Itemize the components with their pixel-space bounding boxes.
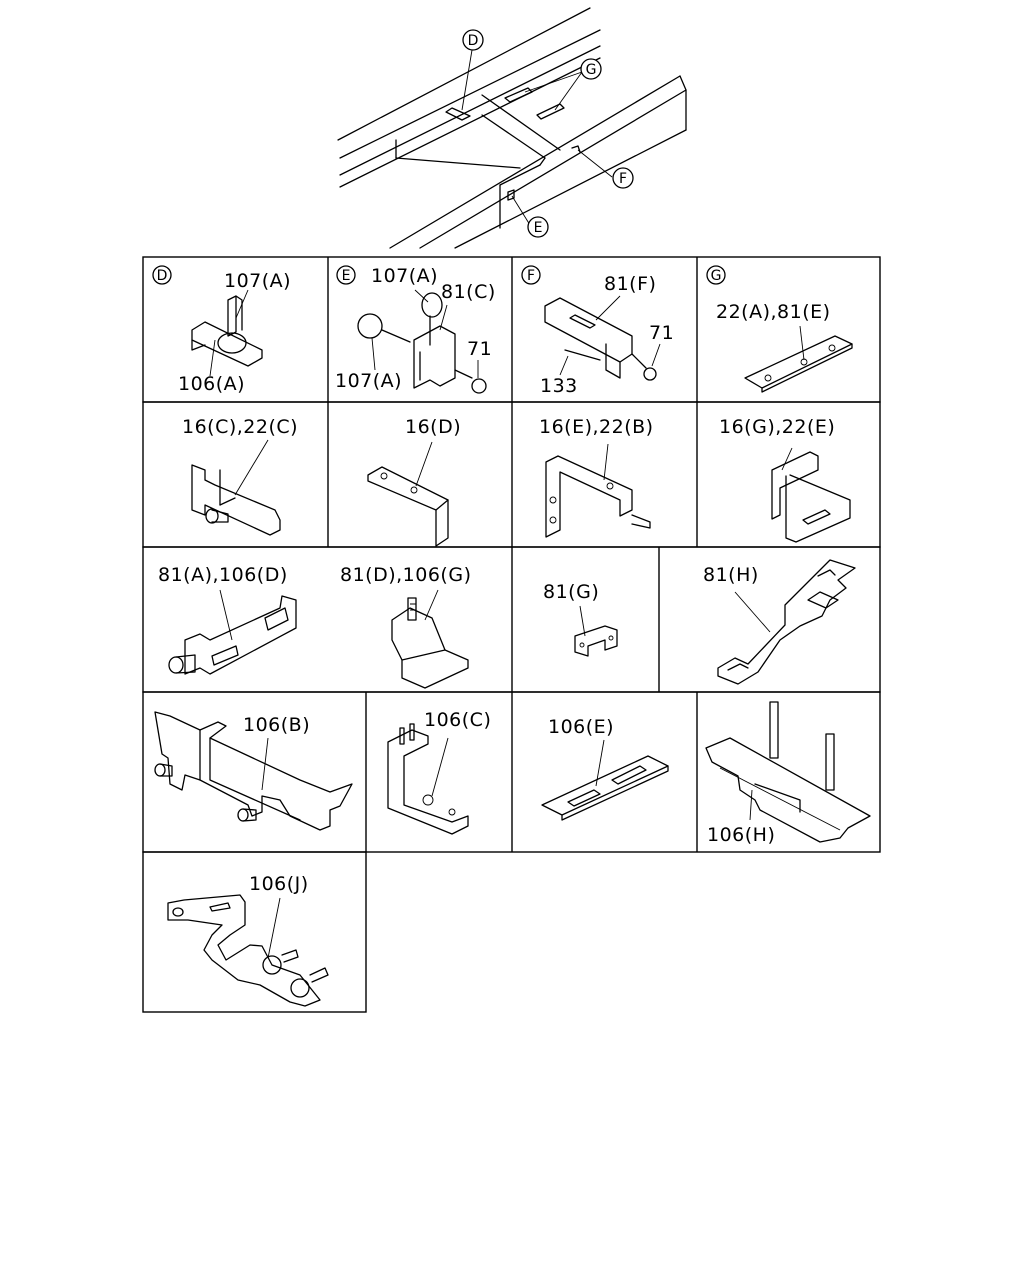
plate-106e-drawing: [541, 739, 669, 821]
cell-r2c1: 16(C),22(C): [182, 416, 298, 536]
cell-r5c1: 106(J): [167, 873, 329, 1007]
clamp-bracket-106a-drawing: [191, 289, 263, 377]
label-106e: 106(E): [548, 716, 614, 738]
cell-e: E 107(A) 81(C) 71 107(A): [335, 265, 496, 394]
callout-circle-e: [527, 216, 549, 238]
cell-r4c3: 106(E): [541, 716, 669, 821]
callout-circle-g: [580, 58, 602, 80]
label-16d: 16(D): [405, 416, 461, 438]
label-81f: 81(F): [604, 273, 656, 295]
label-106b: 106(B): [243, 714, 310, 736]
label-107a: 107(A): [224, 270, 291, 292]
label-71-f: 71: [649, 322, 674, 344]
cell-r3c4: 81(H): [703, 559, 856, 685]
cell-f-tag-circle: [521, 265, 541, 285]
bracket-81c-drawing: [357, 289, 487, 394]
callout-d-text: D: [468, 33, 479, 49]
bracket-16e-drawing: [545, 443, 651, 538]
label-16c-22c: 16(C),22(C): [182, 416, 298, 438]
label-133: 133: [540, 375, 578, 397]
cell-f: F 81(F) 71 133: [521, 265, 674, 397]
bracket-106b-drawing: [154, 711, 353, 831]
bracket-81f-drawing: [544, 295, 661, 381]
label-81d-106g: 81(D),106(G): [340, 564, 472, 586]
cell-f-tag: F: [527, 268, 535, 284]
bracket-16d-drawing: [367, 441, 449, 547]
callout-circle-f: [612, 167, 634, 189]
bracket-81g-drawing: [574, 605, 618, 657]
cell-r3c2: 81(D),106(G): [340, 564, 472, 689]
cell-r3c3: 81(G): [543, 581, 618, 657]
label-81a-106d: 81(A),106(D): [158, 564, 288, 586]
cell-r3c1: 81(A),106(D): [158, 564, 297, 675]
cell-e-tag-circle: [336, 265, 356, 285]
cell-r4c1: 106(B): [154, 711, 353, 831]
label-16g-22e: 16(G),22(E): [719, 416, 835, 438]
label-81g: 81(G): [543, 581, 599, 603]
parts-grid: [142, 256, 881, 1013]
label-106h: 106(H): [707, 824, 775, 846]
label-107a-bottom: 107(A): [335, 370, 402, 392]
label-106j: 106(J): [249, 873, 309, 895]
bracket-81a-drawing: [168, 589, 297, 675]
callout-circle-d: [462, 29, 484, 51]
cell-r4c2: 106(C): [387, 709, 491, 835]
cell-r2c2: 16(D): [367, 416, 461, 547]
bracket-81d-drawing: [391, 589, 469, 689]
bracket-16c-drawing: [191, 439, 281, 536]
callout-g-text: G: [586, 62, 597, 78]
bracket-16g-drawing: [771, 447, 851, 543]
cell-d: D 107(A) 106(A): [152, 265, 291, 395]
cell-g: G 22(A),81(E): [706, 265, 853, 393]
cell-e-tag: E: [342, 268, 351, 284]
cell-r2c3: 16(E),22(B): [539, 416, 654, 538]
label-81c: 81(C): [441, 281, 496, 303]
label-106c: 106(C): [424, 709, 491, 731]
cell-g-tag: G: [711, 268, 722, 284]
label-81h: 81(H): [703, 564, 759, 586]
bracket-106j-drawing: [167, 894, 329, 1007]
cell-r4c4: 106(H): [705, 701, 871, 846]
label-16e-22b: 16(E),22(B): [539, 416, 654, 438]
chassis-frame-overview: D G F E: [337, 7, 687, 249]
cell-d-tag-circle: [152, 265, 172, 285]
label-106a: 106(A): [178, 373, 245, 395]
cell-d-tag: D: [157, 268, 168, 284]
callout-f-text: F: [619, 171, 627, 187]
cell-g-tag-circle: [706, 265, 726, 285]
callout-e-text: E: [534, 220, 543, 236]
plate-22a-drawing: [744, 325, 853, 393]
label-71-e: 71: [467, 338, 492, 360]
cell-r2c4: 16(G),22(E): [719, 416, 851, 543]
label-22a-81e: 22(A),81(E): [716, 301, 831, 323]
label-107a-top: 107(A): [371, 265, 438, 287]
bracket-81h-drawing: [717, 559, 856, 685]
bracket-106h-drawing: [705, 701, 871, 843]
bracket-106c-drawing: [387, 723, 469, 835]
